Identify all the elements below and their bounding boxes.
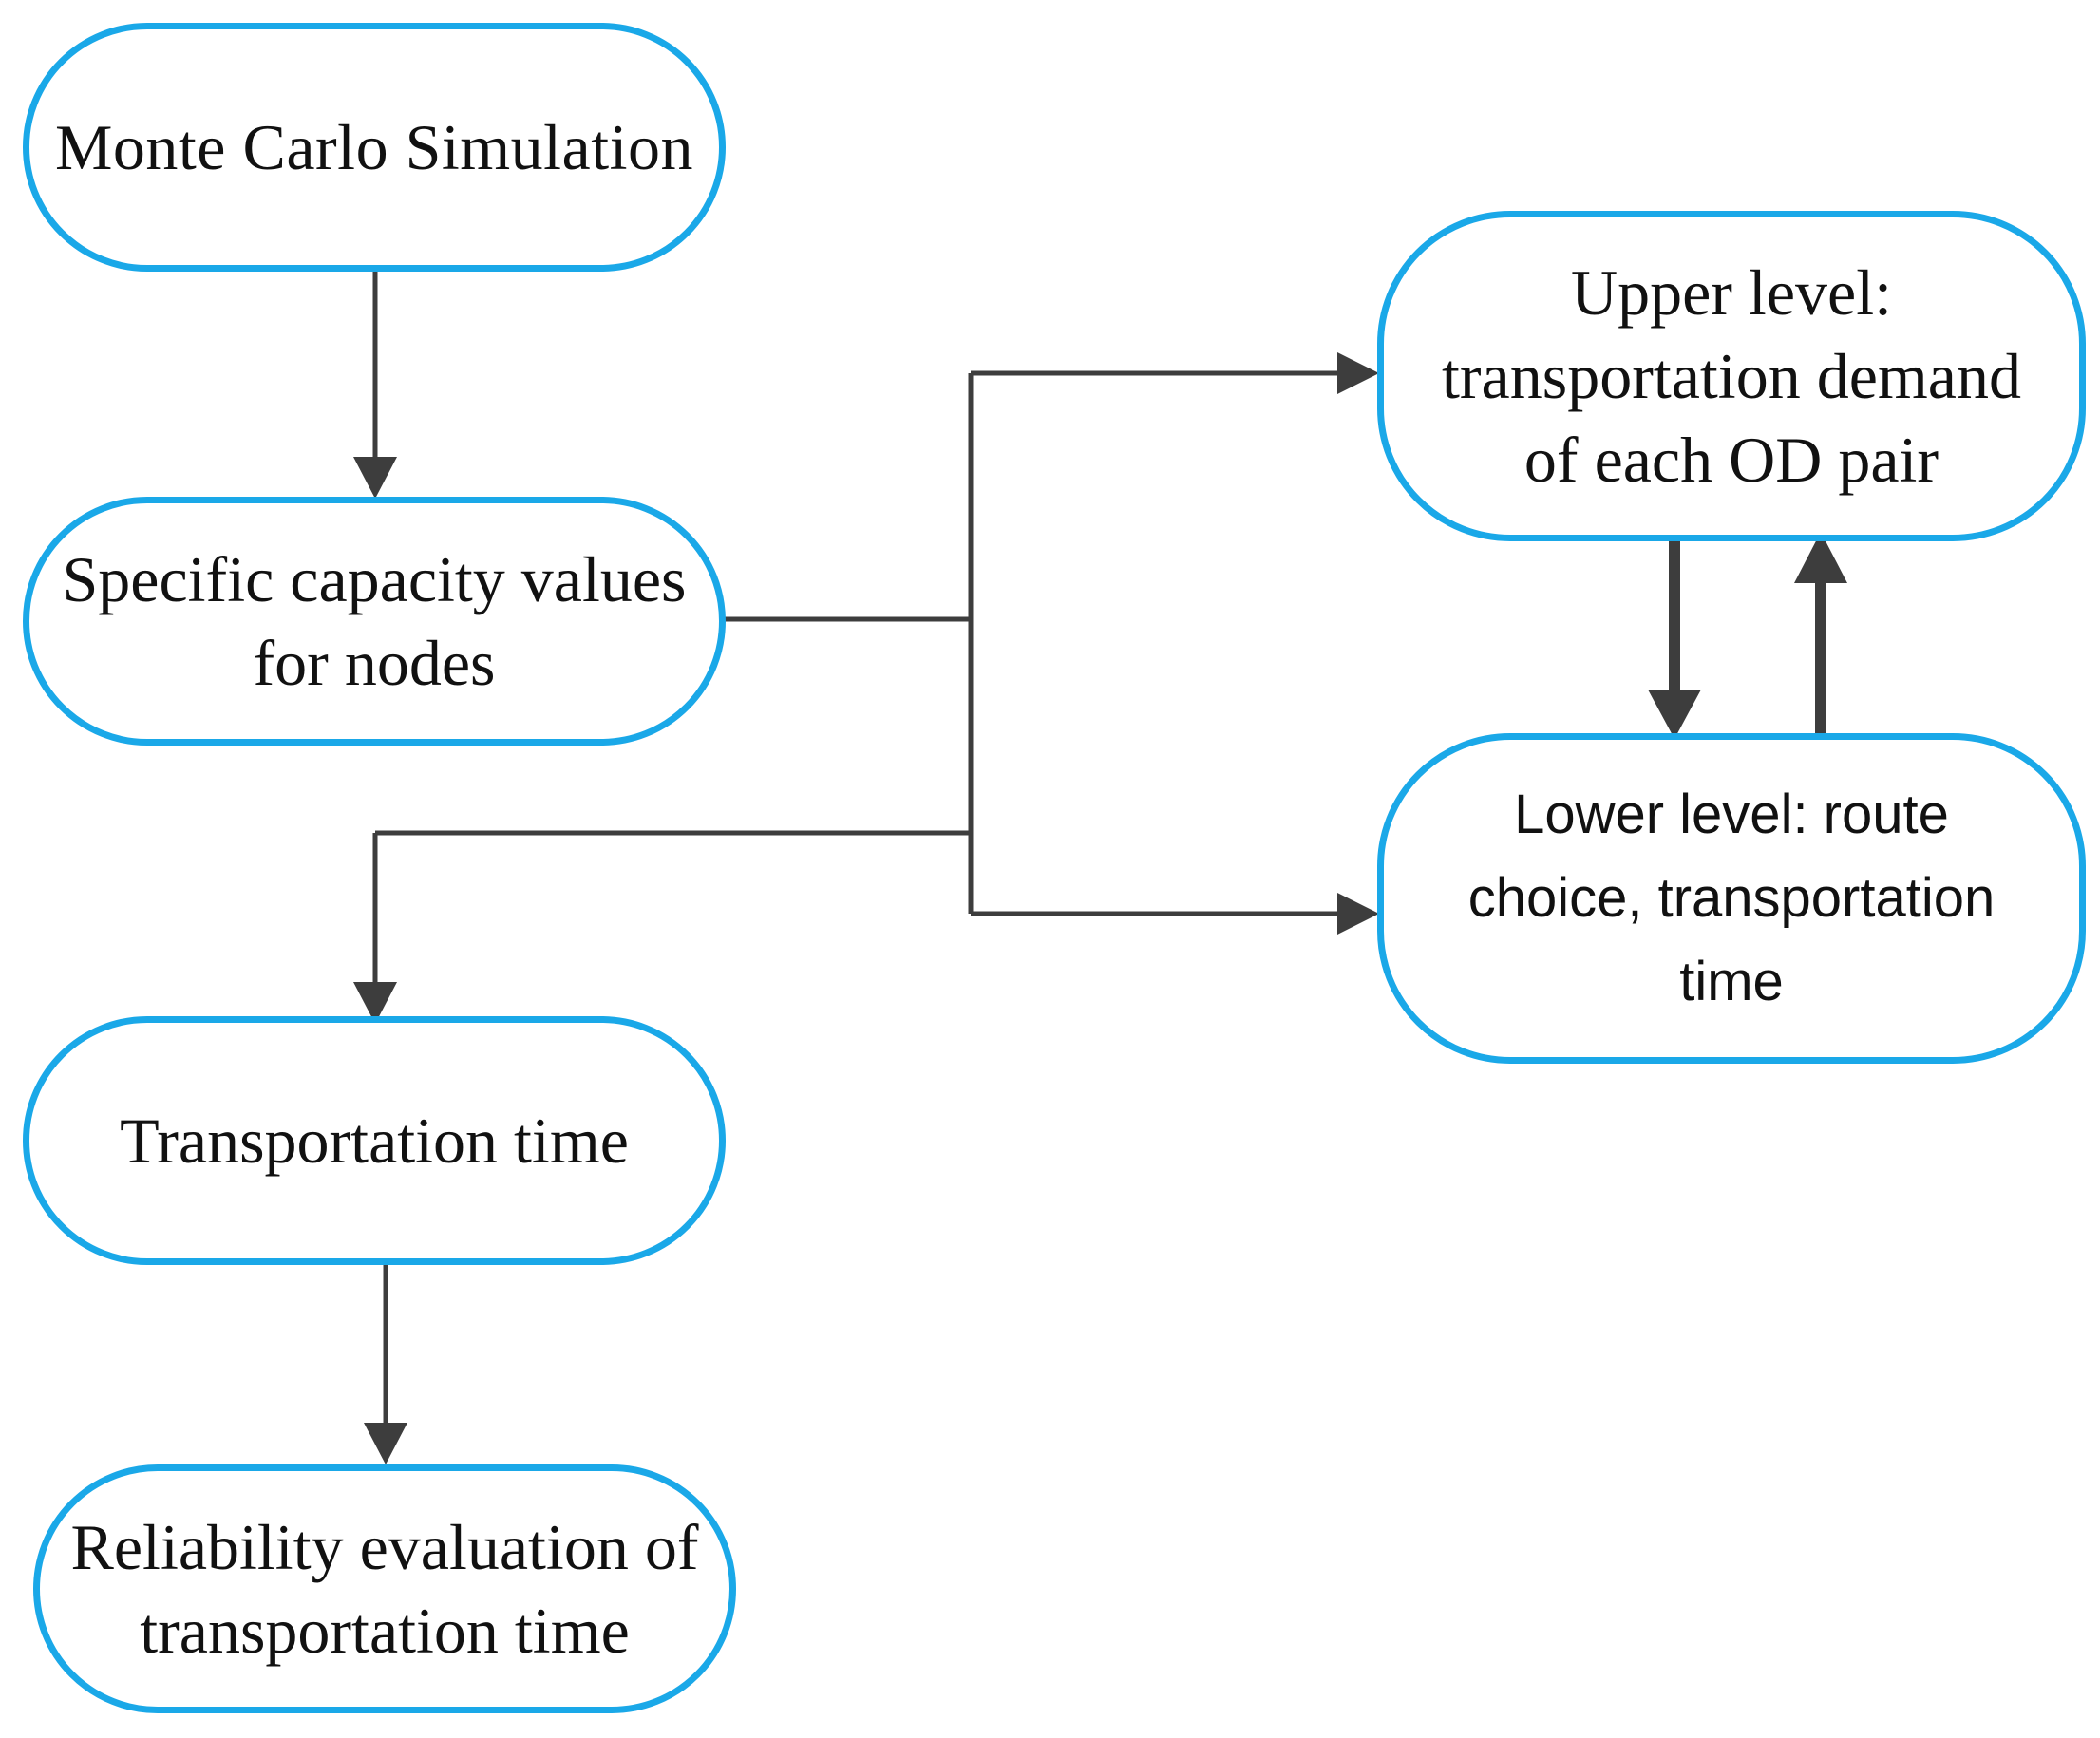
node-lower-level-label: Lower level: route choice, transportatio… (1467, 784, 1996, 1012)
arrow-time-to-reliability (364, 1263, 407, 1464)
node-upper-level-label: Upper level: transportation demand of ea… (1442, 256, 2021, 496)
arrow-to-upper-level (971, 352, 1379, 394)
node-transportation-time: Transportation time (23, 1016, 726, 1265)
node-lower-level: Lower level: route choice, transportatio… (1377, 733, 2086, 1064)
arrow-monte-to-capacity (353, 269, 397, 499)
node-monte-carlo-simulation: Monte Carlo Simulation (23, 23, 726, 272)
arrow-upper-to-lower (1648, 534, 1701, 739)
node-capacity-label: Specific capacity values for nodes (62, 543, 687, 699)
node-transportation-time-label: Transportation time (120, 1105, 629, 1177)
connector-capacity-branch (724, 373, 974, 914)
node-upper-level: Upper level: transportation demand of ea… (1377, 211, 2086, 541)
node-specific-capacity-values: Specific capacity values for nodes (23, 497, 726, 746)
arrow-to-lower-level (971, 893, 1379, 935)
arrow-lower-to-upper (1794, 532, 1847, 739)
node-reliability-evaluation: Reliability evaluation of transportation… (33, 1464, 736, 1713)
arrow-to-transportation-time (353, 830, 971, 1024)
node-reliability-label: Reliability evaluation of transportation… (70, 1511, 699, 1667)
node-monte-carlo-label: Monte Carlo Simulation (54, 111, 694, 183)
